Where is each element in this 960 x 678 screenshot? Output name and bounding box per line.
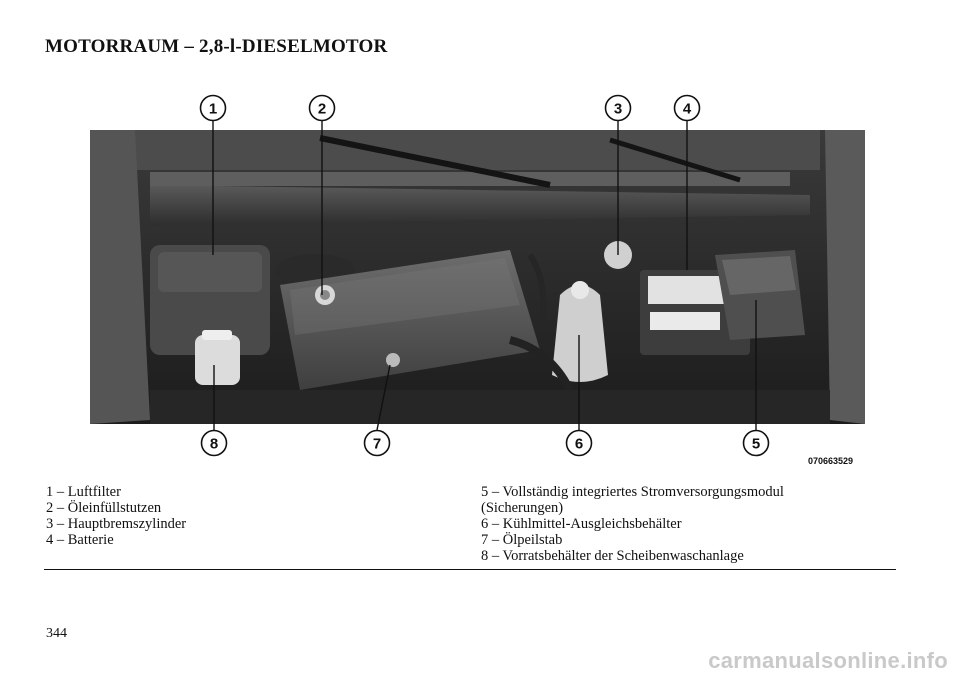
callout-8: 8 [200,429,228,457]
svg-text:7: 7 [373,436,381,453]
svg-text:4: 4 [683,101,692,118]
page-number: 344 [46,626,67,641]
svg-text:2: 2 [318,101,326,118]
svg-text:1: 1 [209,101,217,118]
callout-2: 2 [308,94,336,122]
callout-4: 4 [673,94,701,122]
figure-code: 070663529 [808,456,854,466]
legend-item: 5 – Vollständig integriertes Stromversor… [481,484,784,500]
legend-item: 6 – Kühlmittel-Ausgleichsbehälter [481,516,682,532]
legend-left: 1 – Luftfilter 2 – Öleinfüllstutzen 3 – … [46,484,186,548]
legend-item: 8 – Vorratsbehälter der Scheibenwaschanl… [481,548,744,564]
engine-bay-photo: 1 2 3 4 5 6 7 8 [90,90,870,470]
svg-text:8: 8 [210,436,218,453]
svg-text:6: 6 [575,436,583,453]
watermark: carmanualsonline.info [708,648,948,673]
legend-item: 2 – Öleinfüllstutzen [46,500,162,516]
callout-1: 1 [199,94,227,122]
callout-7: 7 [363,429,391,457]
legend-item: 7 – Ölpeilstab [481,532,563,548]
engine-bay-illustration: 1 2 3 4 5 6 7 8 [90,94,865,457]
legend-item: 1 – Luftfilter [46,484,121,500]
callout-6: 6 [565,429,593,457]
legend-item: (Sicherungen) [481,500,564,516]
svg-text:3: 3 [614,101,622,118]
svg-text:5: 5 [752,436,760,453]
legend-item: 3 – Hauptbremszylinder [46,516,187,532]
legend-item: 4 – Batterie [46,532,114,548]
divider [44,569,896,570]
legend-right: 5 – Vollständig integriertes Stromversor… [481,484,881,564]
callout-3: 3 [604,94,632,122]
callout-5: 5 [742,429,770,457]
page-title: MOTORRAUM – 2,8-l-DIESELMOTOR [45,36,388,57]
